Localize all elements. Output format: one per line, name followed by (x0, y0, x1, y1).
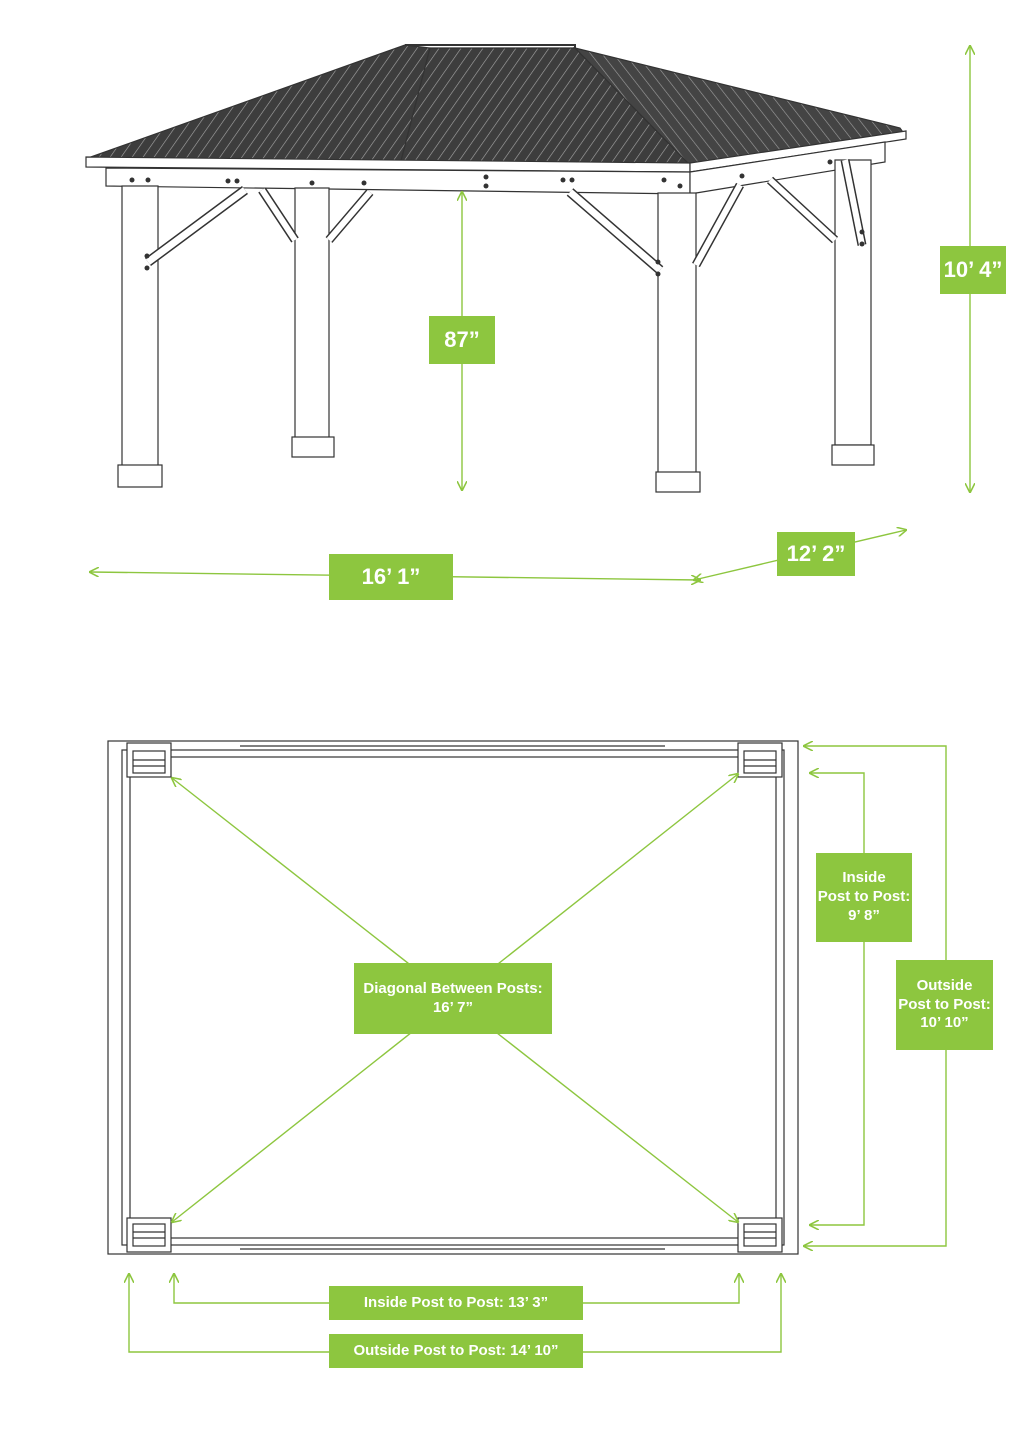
post-base-back-right (831, 444, 875, 466)
outside-width-label: Outside Post to Post: 10’ 10” (896, 960, 993, 1050)
diagonal-text-1: Diagonal Between Posts: (363, 979, 543, 997)
depth-text: 12’ 2” (786, 541, 846, 567)
total-height-label: 10’ 4” (940, 246, 1006, 294)
diagonal-label: Diagonal Between Posts: 16’ 7” (354, 963, 552, 1034)
height-to-beam-label: 87” (429, 316, 495, 364)
outside-width-text-1: Outside (916, 976, 973, 994)
height-to-beam-text: 87” (444, 327, 480, 353)
inside-width-text-1: Inside (842, 869, 886, 887)
post-base-front-left (117, 464, 163, 488)
diagonal-text-2: 16’ 7” (432, 998, 474, 1016)
plan-inner-frame (121, 749, 785, 1246)
roof-fascia-side (689, 130, 907, 173)
gazebo-elevation-drawing (85, 44, 907, 493)
gazebo-plan-drawing (107, 740, 799, 1255)
post-front-left (121, 185, 159, 469)
inside-width-text-3: 9’ 8” (848, 906, 880, 924)
post-base-front-right (655, 471, 701, 493)
post-front-right (657, 192, 697, 474)
inside-length-label: Inside Post to Post: 13’ 3” (329, 1286, 583, 1320)
front-beam (105, 167, 691, 195)
total-height-text: 10’ 4” (943, 257, 1003, 283)
outside-length-label: Outside Post to Post: 14’ 10” (329, 1334, 583, 1368)
plan-post-top-right (737, 742, 783, 778)
post-back-left (294, 187, 330, 439)
inside-width-label: Inside Post to Post: 9’ 8” (816, 853, 912, 942)
roof-left-panel (87, 44, 431, 166)
length-text: 16’ 1” (361, 564, 421, 590)
outside-length-text: Outside Post to Post: 14’ 10” (353, 1341, 559, 1359)
plan-post-top-left (126, 742, 172, 778)
plan-post-bottom-right (737, 1217, 783, 1253)
plan-outer-frame (107, 740, 799, 1255)
depth-label: 12’ 2” (777, 532, 855, 576)
bolts (129, 159, 865, 277)
inside-length-text: Inside Post to Post: 13’ 3” (363, 1293, 549, 1311)
inside-width-text-2: Post to Post: (817, 888, 911, 906)
outside-width-text-3: 10’ 10” (920, 1014, 969, 1032)
length-label: 16’ 1” (329, 554, 453, 600)
outside-width-text-2: Post to Post: (898, 995, 991, 1013)
plan-post-bottom-left (126, 1217, 172, 1253)
side-beam (689, 141, 886, 195)
post-base-back-left (291, 436, 335, 458)
plan-dimension-lines (129, 746, 947, 1353)
inside-width-line (810, 773, 865, 1225)
plan-inner-frame-2 (129, 756, 777, 1239)
